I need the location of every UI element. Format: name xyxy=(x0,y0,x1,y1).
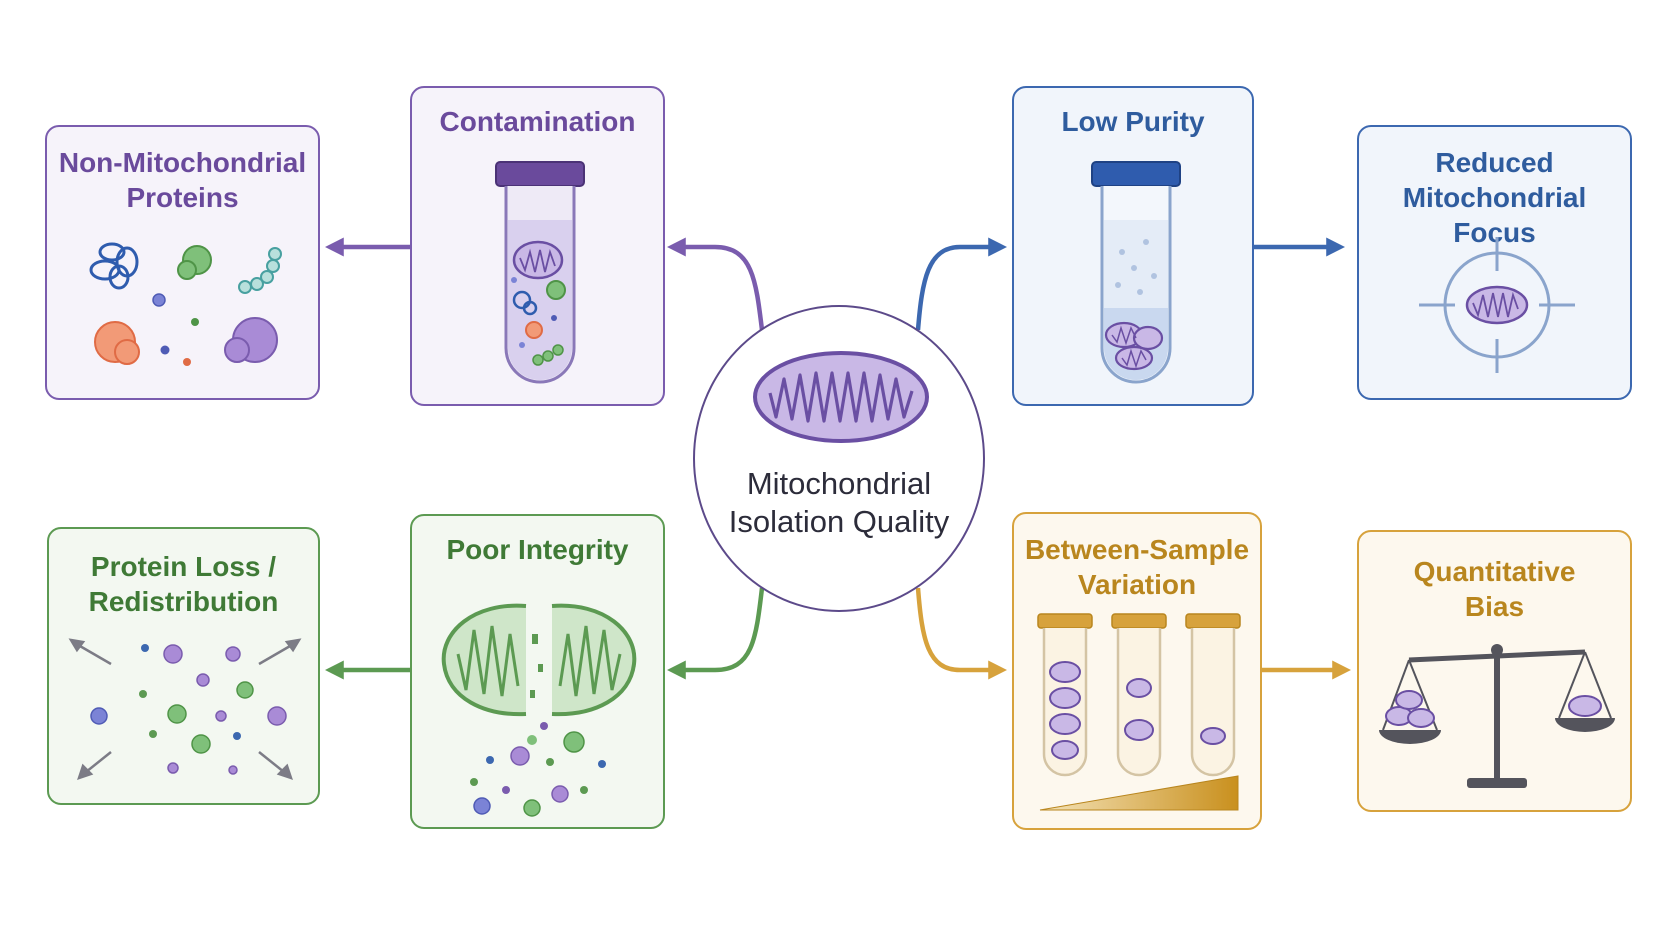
node-reduced-mitochondrial-focus: Reduced Mitochondrial Focus xyxy=(1357,125,1632,400)
node-protein-loss: Protein Loss / Redistribution xyxy=(47,527,320,805)
node-title: Poor Integrity xyxy=(446,534,629,565)
node-title: Quantitative Bias xyxy=(1413,556,1576,622)
center-hub: Mitochondrial Isolation Quality xyxy=(693,305,985,612)
center-title: Mitochondrial Isolation Quality xyxy=(728,466,950,539)
mitochondrion-icon xyxy=(753,351,929,443)
target-crosshair-icon xyxy=(1419,237,1575,373)
arrow-center-to-contamination xyxy=(666,237,765,331)
node-title: Protein Loss / Redistribution xyxy=(88,551,279,617)
balance-scale-icon xyxy=(1379,644,1615,788)
node-non-mitochondrial-proteins: Non-Mitochondrial Proteins xyxy=(45,125,320,400)
node-contamination: Contamination xyxy=(410,86,665,406)
arrow-center-to-lowpurity xyxy=(915,237,1008,331)
node-title: Non-Mitochondrial Proteins xyxy=(58,147,307,213)
arrow-center-to-poorintegrity xyxy=(666,587,765,680)
node-title: Between-Sample Variation xyxy=(1024,534,1250,600)
damaged-mitochondrion-icon xyxy=(441,603,637,817)
node-quantitative-bias: Quantitative Bias xyxy=(1357,530,1632,812)
protein-particles-icon xyxy=(89,242,282,366)
test-tube-icon xyxy=(1091,161,1181,384)
node-between-sample-variation: Between-Sample Variation xyxy=(1012,512,1262,830)
test-tube-icon xyxy=(495,161,585,384)
node-title: Low Purity xyxy=(1061,106,1205,137)
node-title: Contamination xyxy=(439,106,636,137)
dispersing-proteins-icon xyxy=(68,638,302,780)
arrow-center-to-betweensample xyxy=(915,587,1008,680)
node-poor-integrity: Poor Integrity xyxy=(410,514,665,829)
node-title: Reduced Mitochondrial Focus xyxy=(1402,147,1587,248)
node-low-purity: Low Purity xyxy=(1012,86,1254,406)
three-tubes-gradient-icon xyxy=(1037,613,1241,811)
